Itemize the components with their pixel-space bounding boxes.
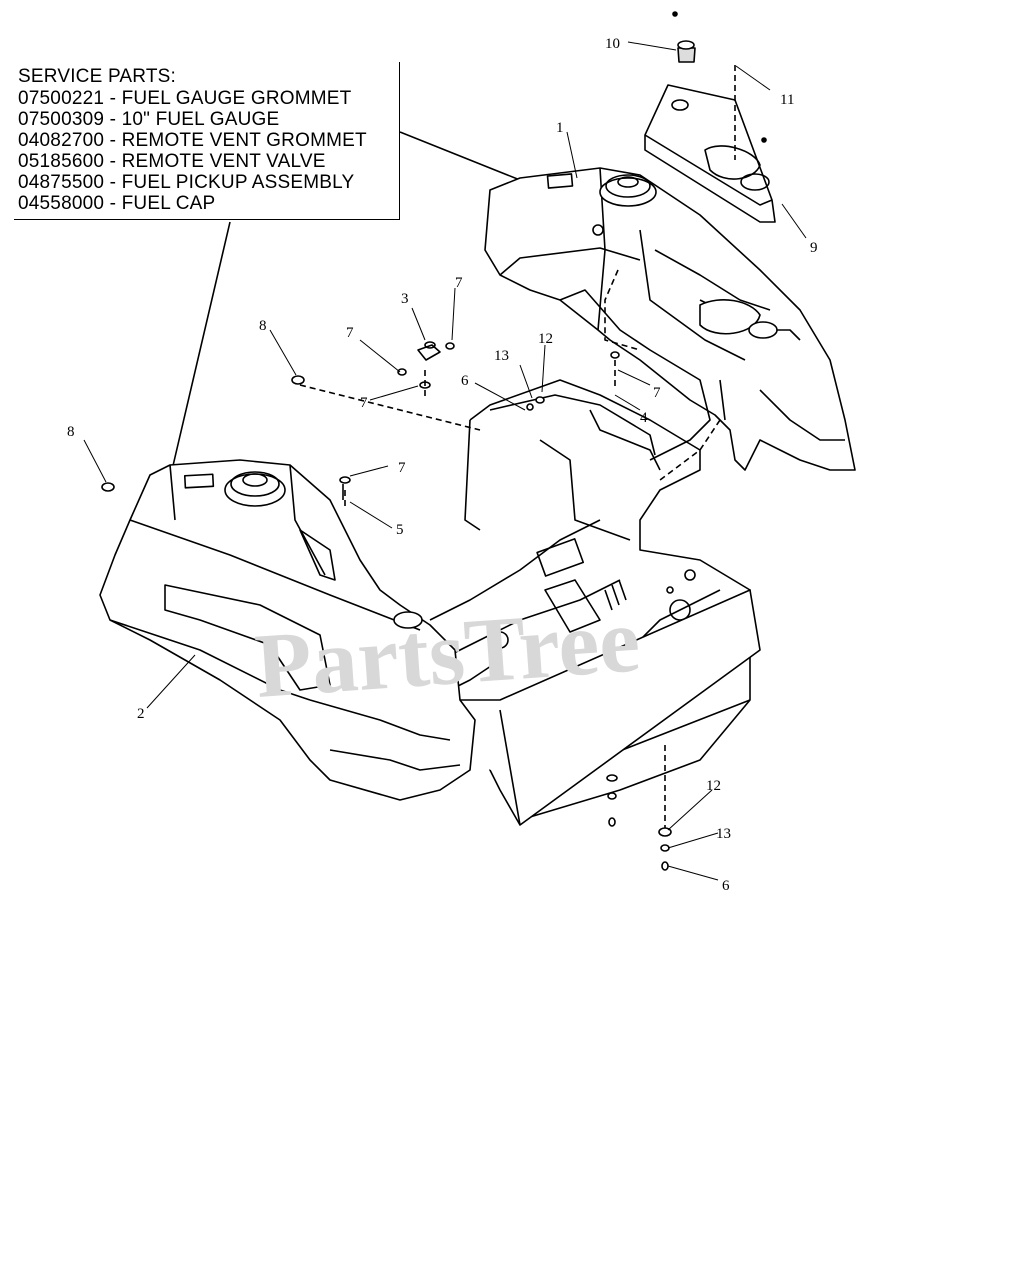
right-fuel-tank bbox=[484, 167, 856, 471]
callout-label: 2 bbox=[137, 706, 145, 722]
callout-label: 3 bbox=[401, 291, 409, 307]
dashed-line-8 bbox=[299, 384, 481, 431]
grommet-8b bbox=[101, 482, 115, 492]
callout-label: 12 bbox=[706, 778, 721, 794]
left-fuel-tank bbox=[99, 459, 476, 801]
callout-label: 8 bbox=[67, 424, 75, 440]
service-box-leader-left bbox=[171, 221, 231, 471]
service-part-line: 07500309 - 10" FUEL GAUGE bbox=[18, 109, 280, 130]
callout-label: 8 bbox=[259, 318, 267, 334]
callout-label: 6 bbox=[722, 878, 730, 894]
callout-label: 10 bbox=[605, 36, 620, 52]
service-part-line: 05185600 - REMOTE VENT VALVE bbox=[18, 151, 326, 172]
bolt-6 bbox=[661, 861, 669, 871]
callout-label: 12 bbox=[538, 331, 553, 347]
callout-label: 7 bbox=[346, 325, 354, 341]
small-fastener bbox=[672, 11, 678, 17]
service-parts-title: SERVICE PARTS: bbox=[18, 66, 177, 87]
lockwasher-13 bbox=[660, 844, 670, 852]
service-part-line: 04082700 - REMOTE VENT GROMMET bbox=[18, 130, 367, 151]
service-part-line: 04558000 - FUEL CAP bbox=[18, 193, 216, 214]
service-box-leader-right bbox=[399, 131, 521, 181]
callout-label: 5 bbox=[396, 522, 404, 538]
grommet-8a bbox=[291, 375, 305, 385]
callout-label: 7 bbox=[360, 395, 368, 411]
hardware-7 bbox=[339, 476, 351, 484]
callout-label: 13 bbox=[716, 826, 731, 842]
service-part-line: 04875500 - FUEL PICKUP ASSEMBLY bbox=[18, 172, 355, 193]
callout-label: 11 bbox=[780, 92, 794, 108]
gauge-cover-panel bbox=[644, 84, 776, 223]
callout-label: 1 bbox=[556, 120, 564, 136]
callout-label: 4 bbox=[640, 410, 648, 426]
vent-valve bbox=[397, 341, 455, 389]
callout-label: 7 bbox=[398, 460, 406, 476]
callout-label: 7 bbox=[455, 275, 463, 291]
callout-label: 13 bbox=[494, 348, 509, 364]
callout-label: 6 bbox=[461, 373, 469, 389]
service-parts-box bbox=[14, 62, 400, 220]
front-plate bbox=[460, 589, 761, 826]
fuel-gauge bbox=[677, 40, 696, 63]
small-fastener bbox=[761, 137, 767, 143]
bracket-plate bbox=[489, 394, 656, 456]
callout-label: 9 bbox=[810, 240, 818, 256]
service-part-line: 07500221 - FUEL GAUGE GROMMET bbox=[18, 88, 352, 109]
callout-label: 7 bbox=[653, 385, 661, 401]
